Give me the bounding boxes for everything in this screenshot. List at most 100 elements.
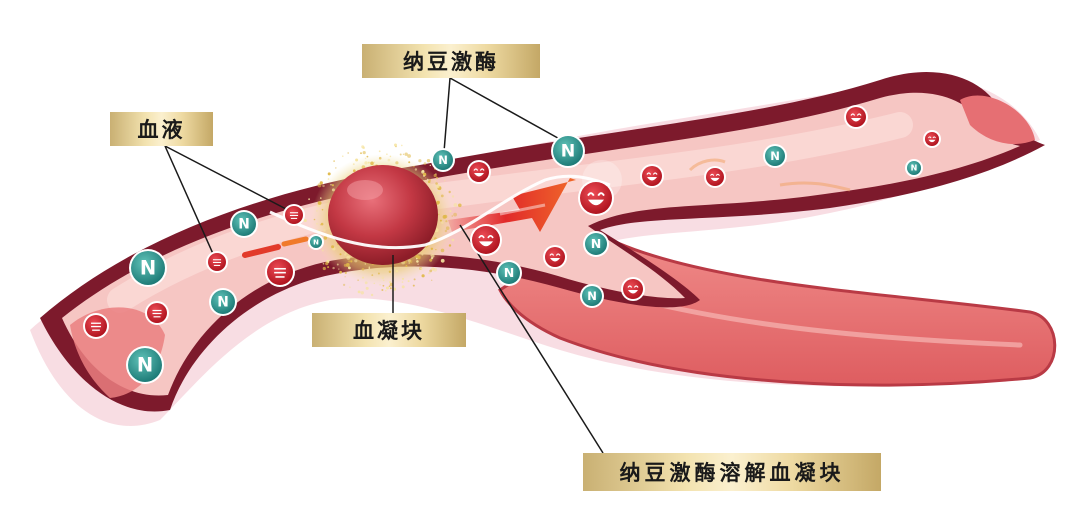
clot-sparkle	[389, 281, 392, 284]
nattokinase-N-icon: N	[431, 148, 455, 172]
nattokinase-N-icon: N	[209, 288, 237, 316]
clot-sparkle	[367, 161, 370, 164]
clot-sparkle	[387, 158, 391, 162]
clot-sparkle	[317, 183, 322, 188]
clot-sparkle	[383, 279, 385, 282]
clot-sparkle	[364, 161, 368, 165]
clot-sparkle	[434, 237, 437, 240]
clot-sparkle	[370, 293, 374, 297]
callout-line-natto-1	[443, 77, 451, 153]
smiley-blood-cell-icon	[283, 204, 305, 226]
clot-sparkle	[399, 153, 402, 156]
clot-sparkle	[303, 219, 307, 222]
clot-sparkle	[445, 220, 448, 223]
clot-sparkle	[429, 258, 433, 262]
nattokinase-N-icon: N	[308, 234, 324, 250]
smiley-blood-cell-icon	[206, 251, 228, 273]
clot-sparkle	[381, 276, 385, 280]
clot-sparkle	[389, 155, 392, 158]
nattokinase-N-icon: N	[763, 144, 787, 168]
clot-sparkle	[431, 267, 435, 271]
clot-sparkle	[427, 182, 429, 185]
clot-sparkle	[313, 218, 316, 221]
clot-sparkle	[344, 271, 347, 274]
clot-sparkle	[327, 178, 330, 180]
nattokinase-N-icon: N	[551, 134, 585, 168]
enzyme-letter: N	[313, 238, 319, 246]
clot-sparkle	[449, 210, 452, 213]
clot-sparkle	[331, 188, 335, 192]
clot-sparkle	[323, 236, 328, 240]
clot-sparkle	[429, 269, 433, 273]
callout-lines	[164, 77, 604, 454]
clot-sparkle	[320, 197, 322, 199]
clot-sparkle	[440, 194, 444, 198]
clot-sparkle	[316, 223, 318, 225]
clot-sparkle	[377, 272, 380, 275]
clot-sparkle	[339, 270, 342, 274]
clot-sparkle	[373, 282, 375, 284]
clot-sparkle	[401, 281, 404, 283]
clot-sparkle	[436, 191, 441, 195]
clot-sparkle	[402, 153, 405, 155]
clot-sparkle	[360, 291, 364, 295]
arrow-shine	[499, 203, 546, 216]
clot-sparkle	[319, 224, 322, 226]
nattokinase-N-icon: N	[126, 346, 164, 384]
clot-sparkle	[414, 168, 418, 171]
clot-sparkle	[348, 266, 351, 270]
enzyme-letter: N	[217, 295, 229, 311]
clot-sparkle	[352, 163, 355, 166]
vessel-lumen	[62, 92, 1020, 396]
clot-sparkle	[395, 270, 399, 273]
clot-sparkle	[353, 169, 356, 172]
smiley-blood-cell-icon	[844, 105, 868, 129]
clot-sparkle	[364, 281, 368, 285]
clot-sparkle	[451, 215, 454, 217]
enzyme-letter: N	[587, 289, 597, 303]
smiley-blood-cell-icon	[543, 245, 567, 269]
clot-sparkle	[436, 184, 440, 188]
clot-sparkle	[360, 152, 362, 155]
clot-sparkle	[404, 152, 408, 156]
clot-sparkle	[425, 177, 427, 179]
clot-sparkle	[317, 201, 322, 205]
smiley-blood-cell-icon	[467, 160, 491, 184]
clot-sparkle	[427, 178, 429, 181]
smiley-blood-cell-icon	[704, 166, 726, 188]
clot-sparkle	[344, 253, 347, 256]
clot-sparkle	[331, 184, 334, 187]
enzyme-letter: N	[140, 256, 156, 279]
smiley-blood-cell-icon	[83, 313, 109, 339]
clot-sparkle	[429, 179, 431, 181]
clot-sparkle	[381, 289, 384, 291]
clot-sparkle	[338, 268, 340, 270]
clot-sparkle	[343, 283, 346, 286]
clot-sparkle	[382, 284, 385, 287]
clot-sparkle	[451, 195, 455, 198]
clot-sparkle	[388, 285, 391, 288]
clot-sparkle	[368, 266, 371, 269]
clot-sparkle	[427, 180, 431, 183]
clot-sparkle	[444, 229, 448, 233]
clot-sparkle	[322, 184, 325, 188]
clot-sparkle	[323, 229, 326, 232]
clot-sparkle	[316, 210, 318, 212]
clot-sparkle	[423, 162, 427, 166]
clot-sparkle	[458, 203, 462, 208]
smiley-blood-cell-icon	[265, 257, 295, 287]
clot-sparkle	[349, 286, 351, 289]
clot-sparkle	[388, 270, 392, 273]
clot-sparkle	[339, 253, 342, 256]
branch-highlight	[637, 297, 1023, 348]
clot-sparkle	[428, 272, 431, 275]
blood-clot	[328, 165, 438, 265]
clot-sparkle	[451, 238, 455, 242]
clot-sparkle	[445, 226, 450, 230]
label-nattokinase: 纳豆激酶	[362, 44, 540, 78]
enzyme-letter: N	[770, 149, 780, 163]
clot-sparkle	[325, 261, 329, 266]
nattokinase-N-icon: N	[230, 210, 258, 238]
clot-sparkle	[412, 284, 415, 287]
